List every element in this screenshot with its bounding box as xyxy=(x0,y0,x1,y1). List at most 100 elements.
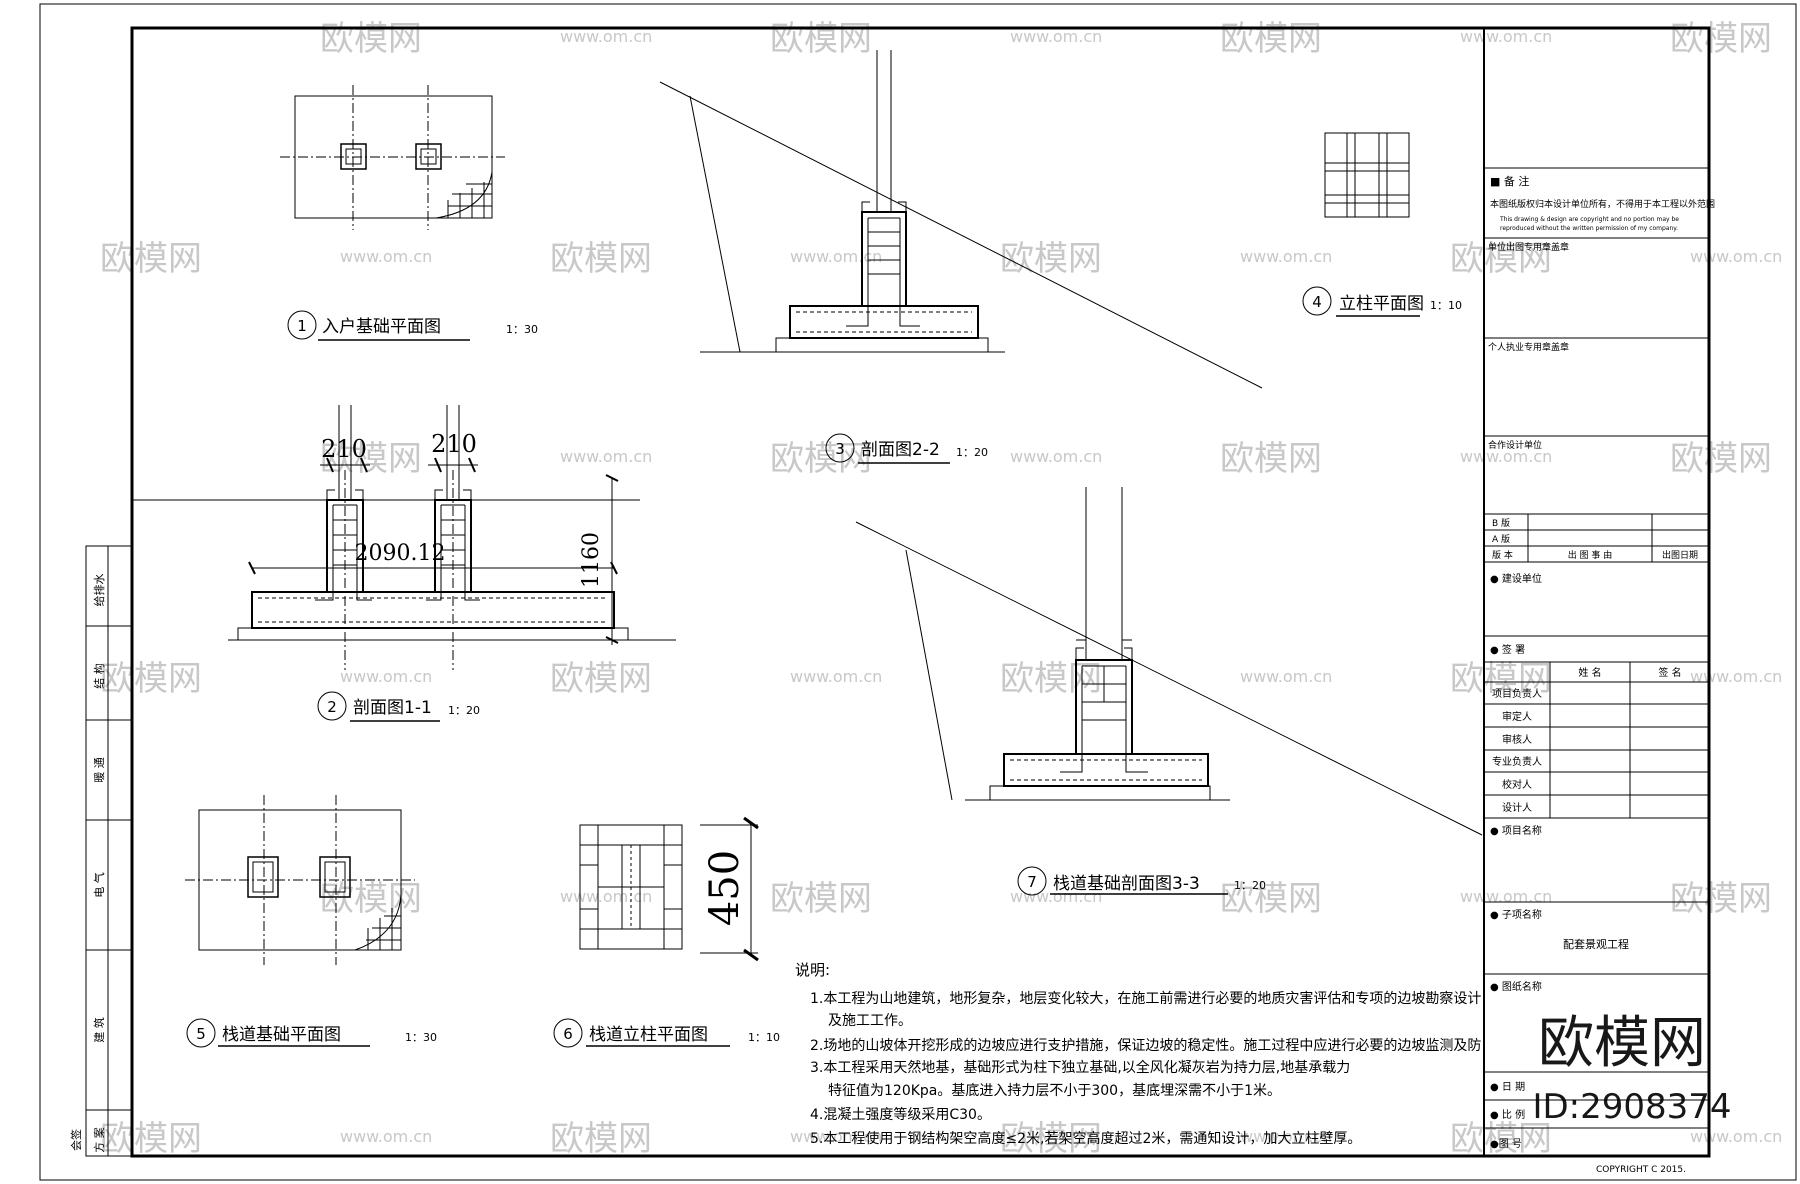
watermark-url-tile: www.om.cn xyxy=(340,667,432,686)
watermark-brand-tile: 欧模网 xyxy=(1450,659,1552,699)
watermark-url-tile: www.om.cn xyxy=(560,447,652,466)
role-designer: 设计人 xyxy=(1502,801,1532,814)
signature-col: 签 名 xyxy=(1658,666,1681,679)
view-scale-6: 1：10 xyxy=(748,1031,780,1044)
watermark-url-tile: www.om.cn xyxy=(1240,667,1332,686)
view-title-4: 4 立柱平面图 1：10 xyxy=(1302,286,1462,317)
outer-border xyxy=(39,3,1797,1181)
watermark-brand-tile: 欧模网 xyxy=(550,1119,652,1159)
issue-date-col: 出图日期 xyxy=(1662,549,1698,561)
remarks-cn: 本图纸版权归本设计单位所有，不得用于本工程以外范围 xyxy=(1490,198,1715,210)
issue-reason-col: 出 图 事 由 xyxy=(1568,549,1613,561)
watermark-url-tile: www.om.cn xyxy=(1010,447,1102,466)
note-line-2: 2.场地的山坡体开挖形成的边坡应进行支护措施，保证边坡的稳定性。施工过程中应进行… xyxy=(810,1037,1481,1054)
watermark-brand-tile: 欧模网 xyxy=(320,879,422,919)
note-line-1b: 及施工工作。 xyxy=(828,1013,912,1029)
view-title-text-5: 栈道基础平面图 xyxy=(222,1025,341,1045)
drawing-name-label: ● 图纸名称 xyxy=(1490,980,1542,993)
view-title-text-1: 入户基础平面图 xyxy=(322,317,441,337)
client-label: ● 建设单位 xyxy=(1490,572,1542,585)
watermark-url-tile: www.om.cn xyxy=(340,1127,432,1146)
remarks-en-1: This drawing & design are copyright and … xyxy=(1499,216,1679,223)
note-line-3b: 特征值为120Kpa。基底进入持力层不小于300，基底埋深需不小于1米。 xyxy=(828,1082,1281,1099)
watermark-brand-tile: 欧模网 xyxy=(1670,439,1772,479)
view-scale-3: 1：20 xyxy=(956,446,988,459)
view-title-text-4: 立柱平面图 xyxy=(1339,294,1424,314)
watermark-url-tile: www.om.cn xyxy=(790,247,882,266)
watermark-brand-tile: 欧模网 xyxy=(1670,879,1772,919)
watermark-url-tile: www.om.cn xyxy=(1460,887,1552,906)
unit-stamp-label: 单位出图专用章盖章 xyxy=(1488,241,1569,253)
watermark-brand-tile: 欧模网 xyxy=(550,659,652,699)
watermark-brand-tile: 欧模网 xyxy=(1000,659,1102,699)
watermark-brand-tile: 欧模网 xyxy=(1220,439,1322,479)
drawing-no-label: ●图 号 xyxy=(1490,1138,1522,1150)
personal-stamp-label: 个人执业专用章盖章 xyxy=(1488,341,1569,353)
view-number-7: 7 xyxy=(1027,873,1037,891)
name-col: 姓 名 xyxy=(1578,666,1601,679)
strip-label-hvac: 暖 通 xyxy=(93,757,106,783)
view7-section-3-3 xyxy=(855,487,1483,836)
view-title-text-7: 栈道基础剖面图3-3 xyxy=(1053,874,1200,894)
copyright-text: COPYRIGHT C 2015. xyxy=(1596,1165,1686,1175)
scale-label: ● 比 例 xyxy=(1490,1108,1525,1121)
watermark-brand-large: 欧模网 xyxy=(1538,1011,1706,1076)
watermark-url-tile: www.om.cn xyxy=(1690,1127,1782,1146)
watermark-url-tile: www.om.cn xyxy=(560,887,652,906)
dim-450: 450 xyxy=(702,850,748,926)
watermark-brand-tile: 欧模网 xyxy=(770,439,872,479)
dim-210-right: 210 xyxy=(431,430,477,458)
watermark-url-tile: www.om.cn xyxy=(1460,27,1552,46)
view-scale-1: 1：30 xyxy=(506,323,538,336)
watermark-brand-tile: 欧模网 xyxy=(320,439,422,479)
remarks-heading: ■ 备 注 xyxy=(1490,174,1529,188)
watermark-url-tile: www.om.cn xyxy=(790,667,882,686)
view-scale-4: 1：10 xyxy=(1430,299,1462,312)
note-line-5: 5.本工程使用于钢结构架空高度≤2米,若架空高度超过2米，需通知设计，加大立柱壁… xyxy=(810,1130,1361,1147)
project-name-label: ● 项目名称 xyxy=(1490,824,1542,837)
view-title-5: 5 栈道基础平面图 1：30 xyxy=(186,1018,437,1048)
watermark-brand-tile: 欧模网 xyxy=(770,879,872,919)
note-line-4: 4.混凝土强度等级采用C30。 xyxy=(810,1106,991,1123)
remarks-en-2: reproduced without the written permissio… xyxy=(1500,225,1678,232)
sign-heading: ● 签 署 xyxy=(1490,643,1525,656)
view-title-3: 3 剖面图2-2 1：20 xyxy=(825,433,988,464)
watermark-url-tile: www.om.cn xyxy=(560,27,652,46)
watermark-url-tile: www.om.cn xyxy=(1240,247,1332,266)
dim-1160: 1160 xyxy=(579,532,604,588)
view-title-text-2: 剖面图1-1 xyxy=(353,698,432,718)
watermark-url-tile: www.om.cn xyxy=(1690,247,1782,266)
view-scale-2: 1：20 xyxy=(448,704,480,717)
view2-section-1-1 xyxy=(132,405,676,670)
watermark-brand-tile: 欧模网 xyxy=(100,659,202,699)
view-scale-5: 1：30 xyxy=(405,1031,437,1044)
view-number-1: 1 xyxy=(297,317,307,335)
watermark-layer: 欧模网 www.om.cn 欧模网 www.om.cn 欧模网 www.om.cn 欧模网 w… xyxy=(100,19,1782,1159)
strip-label-plumbing: 给排水 xyxy=(92,574,106,607)
view-title-text-3: 剖面图2-2 xyxy=(861,440,940,460)
view-title-text-6: 栈道立柱平面图 xyxy=(589,1025,708,1045)
watermark-brand-tile: 欧模网 xyxy=(1000,239,1102,279)
watermark-brand-tile: 欧模网 xyxy=(1450,239,1552,279)
title-block xyxy=(1484,167,1709,1129)
strip-label-structure: 结 构 xyxy=(92,663,106,689)
watermark-id: ID:2908374 xyxy=(1532,1087,1731,1127)
version-b: B 版 xyxy=(1492,517,1510,529)
view-number-2: 2 xyxy=(327,698,337,716)
view-scale-7: 1：20 xyxy=(1234,879,1266,892)
view-number-6: 6 xyxy=(563,1025,573,1043)
strip-label-architecture: 建 筑 xyxy=(92,1017,106,1043)
date-label: ● 日 期 xyxy=(1490,1081,1525,1093)
watermark-url-tile: www.om.cn xyxy=(1010,27,1102,46)
left-sign-strip: 给排水 结 构 暖 通 电 气 建 筑 方 案 会签 xyxy=(69,545,133,1157)
sub-project-label: ● 子项名称 xyxy=(1490,908,1542,921)
view6-walkway-column-plan xyxy=(579,816,759,962)
watermark-url-tile: www.om.cn xyxy=(340,247,432,266)
watermark-url-tile: www.om.cn xyxy=(1240,1127,1332,1146)
sub-project-value: 配套景观工程 xyxy=(1563,938,1629,951)
view3-section-2-2 xyxy=(659,50,1263,389)
watermark-brand-tile: 欧模网 xyxy=(100,1119,202,1159)
notes-heading: 说明: xyxy=(795,961,830,979)
role-project-lead: 项目负责人 xyxy=(1492,687,1542,700)
role-checker: 校对人 xyxy=(1502,778,1532,791)
